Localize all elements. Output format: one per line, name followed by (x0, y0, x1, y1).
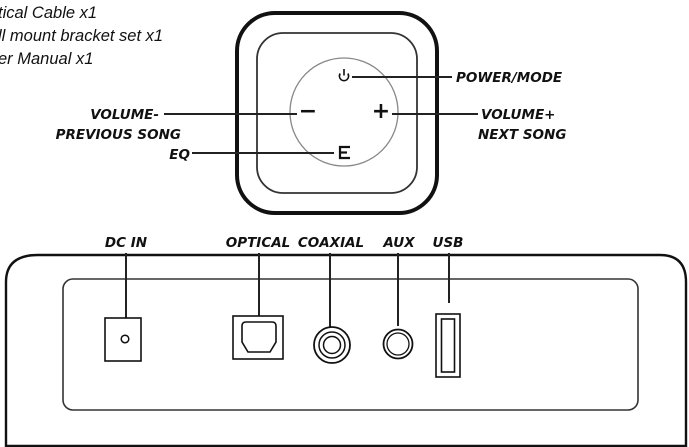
power-icon[interactable] (338, 69, 350, 82)
usb-port (435, 313, 461, 378)
dc-in-label: DC IN (105, 235, 148, 251)
control-labels: POWER/MODE VOLUME- PREVIOUS SONG VOLUME+… (56, 70, 567, 163)
volume-up-button[interactable]: + (372, 99, 390, 124)
accessory-item-optical-cable: tical Cable x1 (0, 4, 97, 22)
coaxial-label: COAXIAL (298, 235, 364, 251)
accessory-item-user-manual: er Manual x1 (0, 50, 93, 68)
optical-port (232, 315, 284, 360)
dc-in-port (104, 317, 142, 362)
previous-song-label: PREVIOUS SONG (56, 127, 181, 143)
volume-down-label: VOLUME- (90, 107, 159, 123)
eq-label: EQ (169, 147, 190, 163)
eq-icon[interactable] (338, 145, 350, 160)
volume-down-button[interactable]: − (299, 99, 317, 124)
port-labels: DC IN OPTICAL COAXIAL AUX USB (105, 235, 464, 251)
aux-port (382, 328, 414, 360)
power-mode-label: POWER/MODE (456, 70, 563, 86)
control-dial (289, 57, 399, 167)
optical-label: OPTICAL (226, 235, 291, 251)
callout-lines (164, 76, 478, 154)
volume-up-label: VOLUME+ (481, 107, 555, 123)
next-song-label: NEXT SONG (478, 127, 566, 143)
aux-label: AUX (382, 235, 415, 251)
accessory-list: tical Cable x1 ll mount bracket set x1 e… (0, 4, 163, 68)
accessory-item-wall-mount: ll mount bracket set x1 (0, 27, 163, 45)
usb-label: USB (433, 235, 464, 251)
coaxial-port (313, 326, 351, 364)
